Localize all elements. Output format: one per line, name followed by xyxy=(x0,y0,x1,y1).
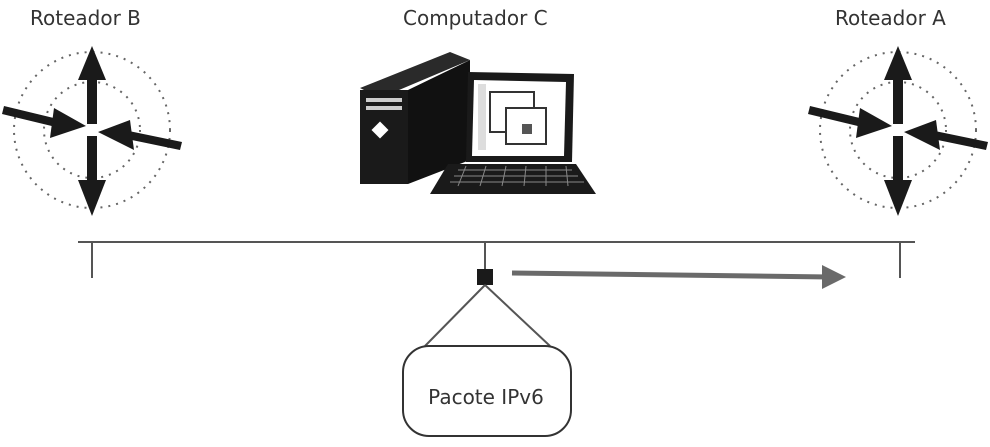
computer-c-icon xyxy=(360,52,596,194)
direction-arrow xyxy=(511,265,846,289)
packet-node xyxy=(477,269,493,285)
computer-c-label: Computador C xyxy=(403,6,548,30)
packet-label: Pacote IPv6 xyxy=(428,385,544,409)
packet-connector xyxy=(424,284,551,347)
router-a-label: Roteador A xyxy=(835,6,946,30)
network-bus xyxy=(78,241,915,278)
packet-box xyxy=(402,345,572,437)
router-b-icon xyxy=(2,46,182,216)
router-b-label: Roteador B xyxy=(30,6,141,30)
router-a-icon xyxy=(808,46,988,216)
